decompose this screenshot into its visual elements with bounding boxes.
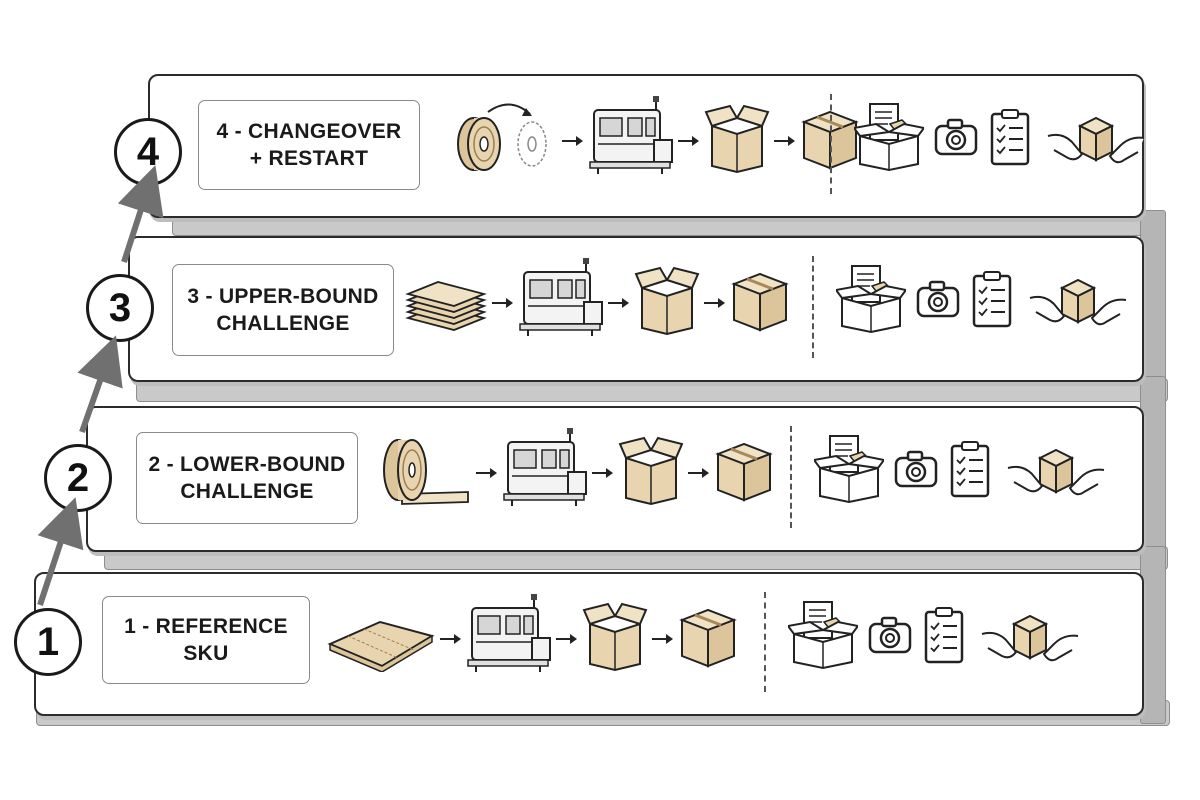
documents-box-icon — [834, 264, 908, 339]
ledge-2 — [136, 378, 1168, 402]
closed-box-icon — [730, 268, 790, 339]
step-label: 4 - CHANGEOVER + RESTART — [198, 100, 420, 190]
documents-box-icon — [812, 434, 886, 509]
small-arrow-icon — [492, 296, 514, 314]
hands-box-icon — [1046, 114, 1146, 175]
documents-box-icon — [786, 600, 860, 675]
small-arrow-icon — [774, 134, 796, 152]
checklist-icon — [990, 108, 1030, 171]
flat-blank-icon — [326, 618, 436, 677]
closed-box-icon — [714, 438, 774, 509]
small-arrow-icon — [608, 296, 630, 314]
packaging-machine-icon — [518, 258, 604, 343]
camera-icon — [934, 118, 978, 161]
packaging-machine-icon — [588, 96, 674, 181]
hands-box-icon — [1006, 446, 1106, 507]
open-box-icon — [618, 434, 684, 511]
roll-changeover-icon — [440, 100, 558, 179]
packaging-machine-icon — [502, 428, 588, 513]
camera-icon — [868, 616, 912, 659]
small-arrow-icon — [476, 466, 498, 484]
arrow-2-to-3 — [77, 335, 123, 433]
section-divider — [830, 94, 832, 194]
checklist-icon — [924, 606, 964, 669]
step-label: 1 - REFERENCE SKU — [102, 596, 310, 684]
stacked-sheets-icon — [404, 278, 488, 339]
hands-box-icon — [980, 612, 1080, 673]
small-arrow-icon — [652, 632, 674, 650]
section-divider — [812, 256, 814, 358]
small-arrow-icon — [556, 632, 578, 650]
small-arrow-icon — [562, 134, 584, 152]
open-box-icon — [634, 264, 700, 341]
step-label: 2 - LOWER-BOUND CHALLENGE — [136, 432, 358, 524]
open-box-icon — [704, 102, 770, 179]
open-box-icon — [582, 600, 648, 677]
small-arrow-icon — [440, 632, 462, 650]
packaging-machine-icon — [466, 594, 552, 679]
documents-box-icon — [852, 102, 926, 177]
section-divider — [790, 426, 792, 528]
small-arrow-icon — [678, 134, 700, 152]
small-arrow-icon — [592, 466, 614, 484]
checklist-icon — [950, 440, 990, 503]
step-label: 3 - UPPER-BOUND CHALLENGE — [172, 264, 394, 356]
small-arrow-icon — [704, 296, 726, 314]
step-number-badge: 1 — [14, 608, 82, 676]
material-roll-icon — [372, 432, 472, 511]
closed-box-icon — [678, 604, 738, 675]
hands-box-icon — [1028, 276, 1128, 337]
small-arrow-icon — [688, 466, 710, 484]
checklist-icon — [972, 270, 1012, 333]
arrow-3-to-4 — [117, 165, 164, 263]
riser-2 — [1140, 376, 1166, 550]
camera-icon — [916, 280, 960, 323]
section-divider — [764, 592, 766, 692]
camera-icon — [894, 450, 938, 493]
arrow-1-to-2 — [37, 497, 84, 606]
